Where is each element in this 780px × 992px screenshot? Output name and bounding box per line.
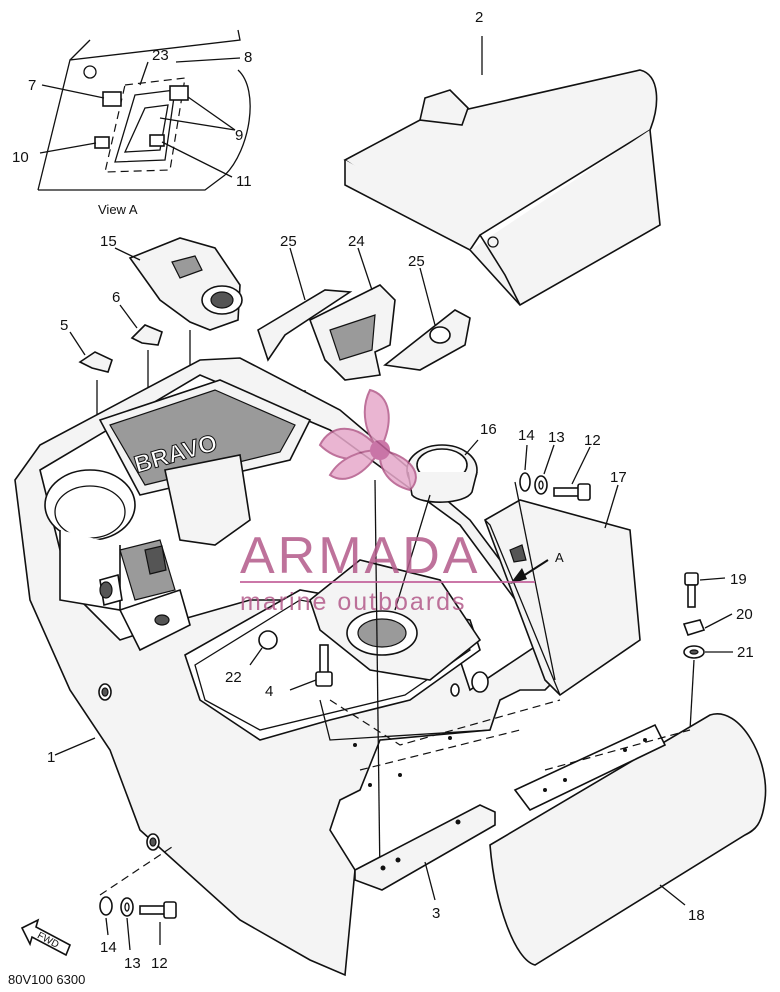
- part-24-25-seals: [257, 247, 471, 520]
- callout-11: 11: [236, 173, 252, 190]
- callout-14a: 14: [518, 427, 535, 444]
- view-a-marker: A: [555, 550, 564, 565]
- part-16-grommet: [374, 439, 479, 881]
- switch-8: [169, 85, 189, 101]
- callout-9: 9: [235, 127, 243, 144]
- part-code: 80V100 6300: [8, 972, 85, 987]
- fasteners-12-14-bottom: [99, 844, 177, 951]
- callout-10: 10: [12, 149, 29, 166]
- callout-18: 18: [688, 907, 705, 924]
- callout-25b: 25: [408, 253, 425, 270]
- callout-7: 7: [28, 77, 36, 94]
- callout-24: 24: [348, 233, 365, 250]
- part-4-22: [249, 630, 333, 691]
- part-2-cover: [343, 36, 661, 307]
- callout-1: 1: [47, 749, 55, 766]
- switch-10: [94, 136, 110, 149]
- fwd-arrow: FWD: [20, 918, 72, 957]
- callout-12b: 12: [151, 955, 168, 972]
- part-1-console-body: BRAVO: [14, 357, 561, 977]
- callout-8: 8: [244, 49, 252, 66]
- callout-13a: 13: [548, 429, 565, 446]
- callout-5: 5: [60, 317, 68, 334]
- switch-11: [149, 134, 165, 147]
- switch-7: [102, 91, 122, 107]
- callout-14b: 14: [100, 939, 117, 956]
- callout-labels: 2 23 8 7 9 10 11 15 25 24 25 6 5 16 14 1…: [8, 9, 754, 987]
- part-18-bottom-panel: [329, 699, 767, 966]
- watermark-tagline: marine outboards: [240, 588, 467, 616]
- callout-22: 22: [225, 669, 242, 686]
- view-a-inset: View A: [37, 29, 251, 217]
- callout-6: 6: [112, 289, 120, 306]
- callout-15: 15: [100, 233, 117, 250]
- part-17-side-panel: A: [484, 484, 641, 697]
- part-15-cap: [114, 237, 243, 470]
- callout-19: 19: [730, 571, 747, 588]
- callout-17: 17: [610, 469, 627, 486]
- callout-2: 2: [475, 9, 483, 26]
- callout-12a: 12: [584, 432, 601, 449]
- callout-21: 21: [737, 644, 754, 661]
- fasteners-19-21: [682, 572, 733, 731]
- callout-23: 23: [152, 47, 169, 64]
- callout-13b: 13: [124, 955, 141, 972]
- fwd-label: FWD: [35, 930, 60, 950]
- callout-25a: 25: [280, 233, 297, 250]
- armada-watermark: ARMADA marine outboards: [240, 388, 535, 616]
- callout-4: 4: [265, 683, 273, 700]
- watermark-brand: ARMADA: [240, 527, 480, 585]
- view-a-label: View A: [98, 202, 138, 217]
- callout-16: 16: [480, 421, 497, 438]
- part-3-bracket: [354, 804, 496, 901]
- propeller-logo-icon: [318, 388, 417, 492]
- callout-20: 20: [736, 606, 753, 623]
- callout-3: 3: [432, 905, 440, 922]
